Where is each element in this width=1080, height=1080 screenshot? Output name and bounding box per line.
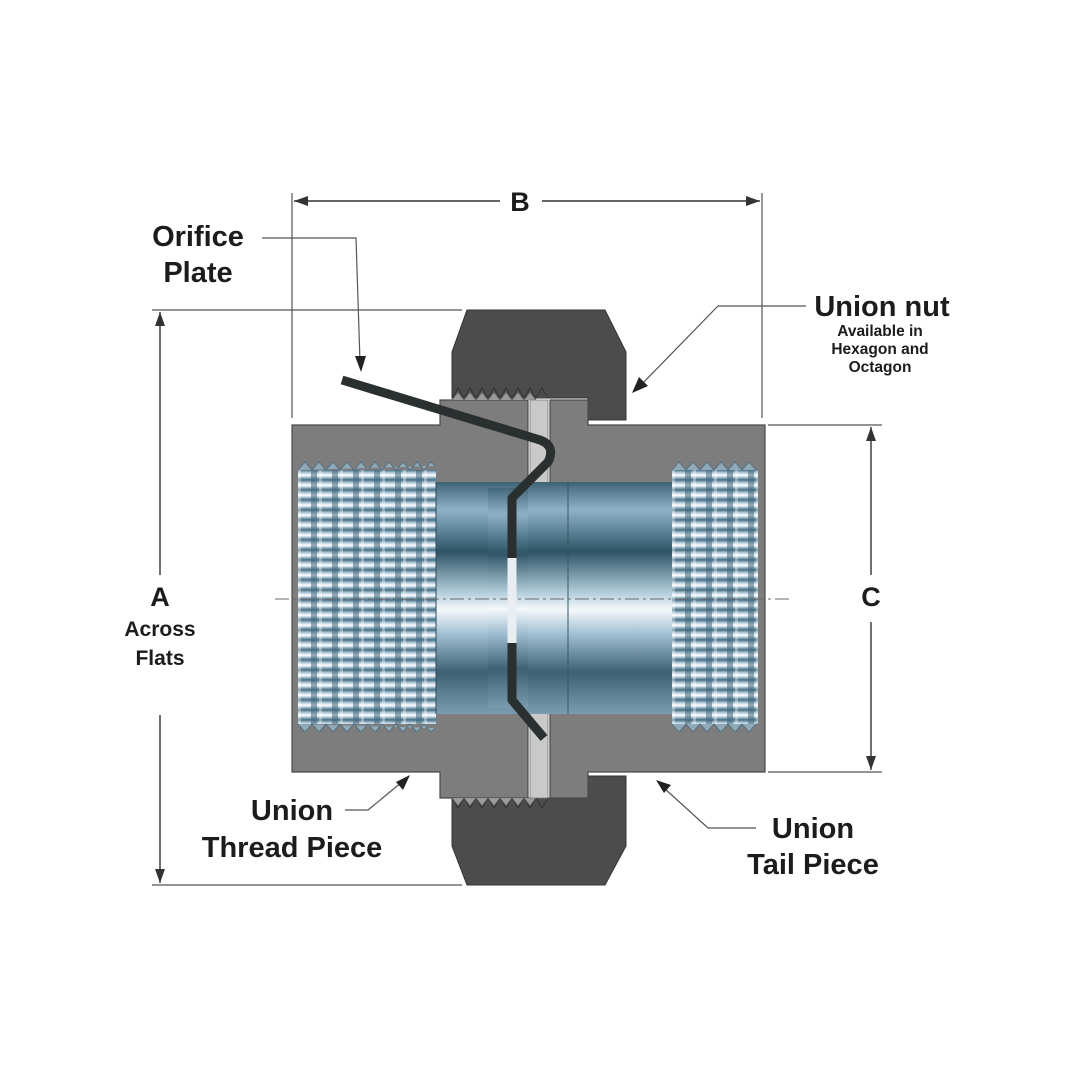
union-nut-note-line2: Hexagon and — [831, 341, 928, 358]
label-union-tail: Union — [772, 813, 854, 845]
dim-c-label: C — [861, 582, 881, 612]
dim-b-label: B — [510, 187, 530, 217]
dimension-c: C — [768, 424, 882, 773]
union-nut-note-line1: Available in — [837, 323, 923, 340]
label-plate: Plate — [163, 257, 232, 289]
orifice-plate — [340, 375, 556, 741]
callout-orifice-plate: Orifice Plate — [152, 221, 366, 372]
label-orifice: Orifice — [152, 221, 244, 253]
label-union-nut: Union nut — [814, 291, 950, 323]
label-union-thread: Union — [251, 795, 333, 827]
callout-union-tail-piece: Union Tail Piece — [656, 780, 879, 881]
dimension-b: B — [291, 187, 763, 418]
callout-union-nut: Union nut Available in Hexagon and Octag… — [632, 291, 950, 393]
union-nut-note-line3: Octagon — [849, 359, 912, 376]
label-tail-piece: Tail Piece — [747, 849, 879, 881]
callout-union-thread-piece: Union Thread Piece — [202, 775, 410, 864]
label-thread-piece: Thread Piece — [202, 832, 383, 864]
dim-a-label: A — [150, 582, 170, 612]
dimension-a: A Across Flats — [124, 309, 462, 886]
bore — [297, 461, 758, 733]
dim-a-note-line1: Across — [124, 618, 195, 641]
dim-a-note-line2: Flats — [135, 647, 184, 670]
